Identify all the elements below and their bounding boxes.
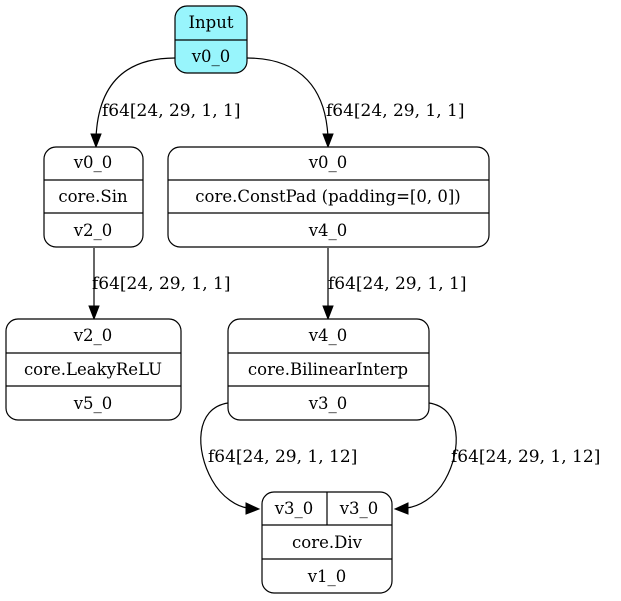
- node-constpad-op: core.ConstPad (padding=[0, 0]): [195, 187, 460, 206]
- edge-bilinear-to-div-left: [200, 402, 261, 515]
- node-bilinear[interactable]: v4_0 core.BilinearInterp v3_0: [227, 318, 430, 421]
- edge-label-bilinear-to-div-left: f64[24, 29, 1, 12]: [208, 447, 357, 467]
- edge-constpad-to-bilinear: [322, 248, 334, 321]
- edge-bilinear-to-div-right: [393, 402, 457, 515]
- edge-label-input-to-sin: f64[24, 29, 1, 1]: [102, 101, 241, 121]
- node-div-input-a: v3_0: [274, 499, 314, 518]
- node-bilinear-op: core.BilinearInterp: [248, 360, 408, 379]
- node-sin-input: v0_0: [73, 153, 113, 172]
- node-bilinear-input: v4_0: [308, 326, 348, 345]
- node-constpad[interactable]: v0_0 core.ConstPad (padding=[0, 0]) v4_0: [167, 146, 490, 248]
- node-constpad-input: v0_0: [308, 153, 348, 172]
- node-sin[interactable]: v0_0 core.Sin v2_0: [43, 146, 144, 248]
- edge-sin-to-leakyrelu: [88, 248, 100, 321]
- edge-input-to-sin: [90, 57, 176, 149]
- node-leakyrelu-input: v2_0: [73, 326, 113, 345]
- edge-label-bilinear-to-div-right: f64[24, 29, 1, 12]: [451, 447, 600, 467]
- node-input[interactable]: Input v0_0: [174, 5, 248, 74]
- node-leakyrelu-op: core.LeakyReLU: [24, 360, 162, 379]
- node-div-op: core.Div: [292, 533, 363, 552]
- node-input-title: Input: [189, 13, 234, 32]
- node-div[interactable]: v3_0 v3_0 core.Div v1_0: [261, 491, 393, 594]
- node-sin-output: v2_0: [73, 221, 113, 240]
- node-div-input-b: v3_0: [339, 499, 379, 518]
- node-bilinear-output: v3_0: [308, 394, 348, 413]
- edge-label-input-to-constpad: f64[24, 29, 1, 1]: [326, 101, 465, 121]
- node-leakyrelu-output: v5_0: [73, 394, 113, 413]
- edge-input-to-constpad: [246, 57, 334, 149]
- node-input-output: v0_0: [191, 47, 231, 66]
- node-constpad-output: v4_0: [308, 221, 348, 240]
- node-div-output: v1_0: [307, 567, 347, 586]
- node-leakyrelu[interactable]: v2_0 core.LeakyReLU v5_0: [5, 318, 182, 421]
- node-sin-op: core.Sin: [58, 187, 128, 206]
- edge-label-sin-to-leakyrelu: f64[24, 29, 1, 1]: [92, 274, 231, 294]
- edge-label-constpad-to-bilinear: f64[24, 29, 1, 1]: [328, 274, 467, 294]
